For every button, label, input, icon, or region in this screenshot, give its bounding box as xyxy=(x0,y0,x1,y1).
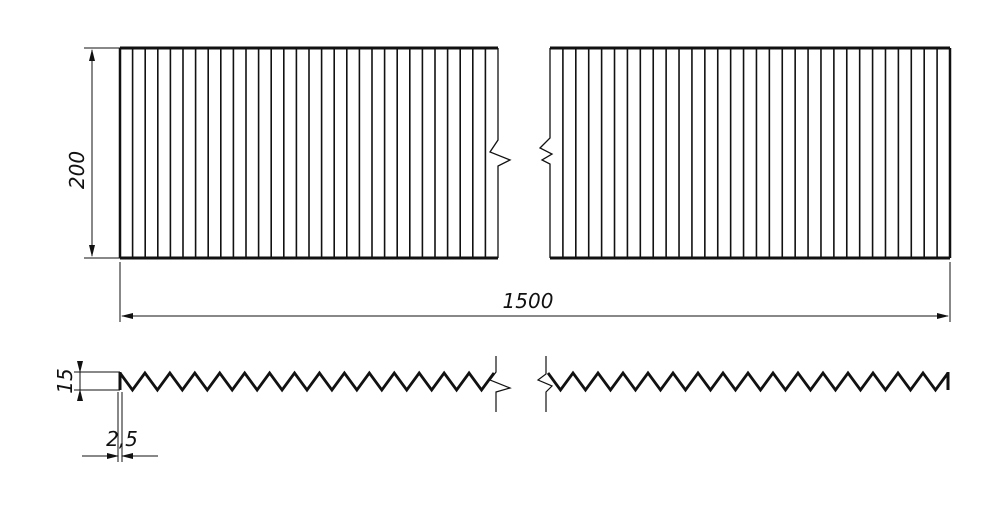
height-dimension-label: 200 xyxy=(65,151,89,189)
length-dimension xyxy=(119,262,951,322)
depth-dimension-label: 15 xyxy=(53,368,77,393)
top-view xyxy=(118,46,952,260)
break-symbol-profile-left xyxy=(489,356,512,412)
pitch-dimension xyxy=(82,392,158,462)
zigzag-profile-right xyxy=(546,370,950,393)
length-dimension-label: 1500 xyxy=(503,289,554,313)
pitch-dimension-label: 2,5 xyxy=(106,427,138,451)
zigzag-profile-left xyxy=(118,370,496,393)
height-dimension xyxy=(84,47,120,259)
right-panel xyxy=(538,46,952,260)
break-symbol-profile-right xyxy=(536,356,554,412)
right-pleat-lines xyxy=(562,48,938,258)
break-symbol-left xyxy=(489,48,512,258)
side-profile xyxy=(118,356,950,412)
left-pleat-lines xyxy=(131,48,487,258)
left-panel xyxy=(118,46,512,260)
depth-dimension xyxy=(74,361,120,401)
break-symbol-right xyxy=(538,48,554,258)
